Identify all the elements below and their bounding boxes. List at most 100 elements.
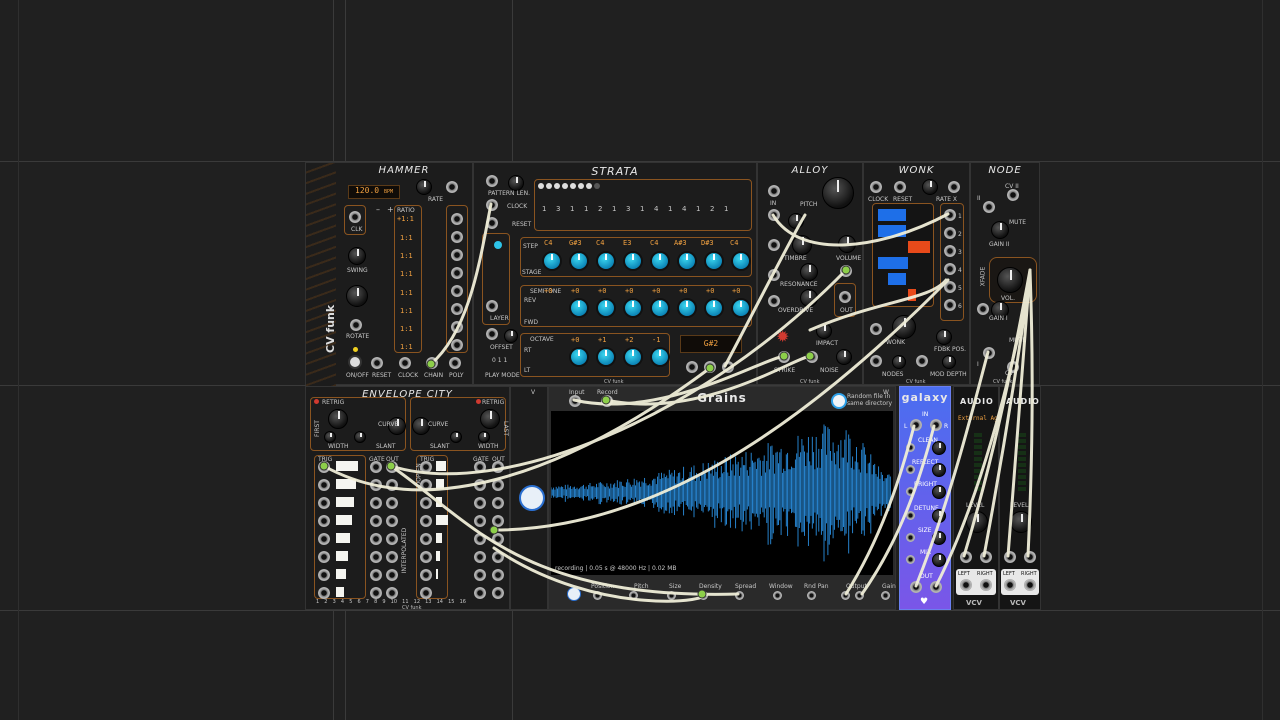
detune-knob[interactable] (932, 509, 946, 523)
octave-knob[interactable] (569, 347, 589, 367)
retrig-led-2[interactable] (476, 399, 481, 404)
hammer-clk-jack[interactable] (349, 211, 361, 223)
wonk-out-1[interactable] (944, 209, 956, 221)
strata-clock-jack[interactable] (486, 199, 498, 211)
xfade-jack[interactable] (977, 303, 989, 315)
out-jack-8[interactable] (451, 339, 463, 351)
resonance-jack[interactable] (768, 269, 780, 281)
size-jack[interactable] (906, 533, 915, 542)
gate-jack[interactable] (474, 479, 486, 491)
out-jack-7[interactable] (451, 321, 463, 333)
audio2-out-l-jack[interactable] (1004, 579, 1016, 591)
audio1-in-r-jack[interactable] (980, 551, 992, 563)
octave-knob[interactable] (650, 347, 670, 367)
alloy-in-jack-2[interactable] (768, 209, 780, 221)
i-jack[interactable] (983, 347, 995, 359)
out-jack[interactable] (492, 479, 504, 491)
hammer-rate-knob[interactable] (416, 179, 432, 195)
gate-jack[interactable] (474, 533, 486, 545)
strata-reset-jack[interactable] (486, 217, 498, 229)
gate-jack[interactable] (474, 461, 486, 473)
window-jack[interactable] (773, 591, 782, 600)
chain-jack[interactable] (426, 357, 438, 369)
semitone-knob[interactable] (650, 298, 670, 318)
out-jack[interactable] (492, 569, 504, 581)
pattern-len-jack[interactable] (486, 175, 498, 187)
trig-jack[interactable] (318, 497, 330, 509)
gate-jack[interactable] (370, 587, 382, 599)
out-jack-1[interactable] (451, 213, 463, 225)
swing-knob[interactable] (348, 247, 366, 265)
gain-jack[interactable] (881, 591, 890, 600)
out-jack[interactable] (492, 533, 504, 545)
octave-knob[interactable] (596, 347, 616, 367)
size-knob[interactable] (932, 531, 946, 545)
circle-toggle-icon[interactable] (831, 393, 847, 409)
detune-jack[interactable] (906, 511, 915, 520)
note-knob[interactable] (542, 251, 562, 271)
wonk-out-5[interactable] (944, 281, 956, 293)
rotate-jack[interactable] (350, 319, 362, 331)
offset-knob[interactable] (504, 329, 518, 343)
gate-jack[interactable] (370, 533, 382, 545)
trig-jack[interactable] (420, 569, 432, 581)
waveform-display[interactable]: recording | 0.05 s @ 48000 Hz | 0.02 MB (551, 411, 893, 575)
trig-jack[interactable] (318, 587, 330, 599)
note-knob[interactable] (704, 251, 724, 271)
semitone-knob[interactable] (596, 298, 616, 318)
alloy-in-jack-1[interactable] (768, 185, 780, 197)
impact-knob[interactable] (816, 323, 832, 339)
clean-knob[interactable] (932, 441, 946, 455)
note-knob[interactable] (623, 251, 643, 271)
octave-knob[interactable] (623, 347, 643, 367)
trig-jack[interactable] (420, 587, 432, 599)
note-knob[interactable] (569, 251, 589, 271)
timbre-knob[interactable] (792, 235, 812, 255)
density-jack[interactable] (699, 591, 708, 600)
semitone-knob[interactable] (677, 298, 697, 318)
trig-jack[interactable] (420, 497, 432, 509)
retrig-led-1[interactable] (314, 399, 319, 404)
size-jack[interactable] (667, 591, 676, 600)
layer-jack[interactable] (486, 300, 498, 312)
gate-jack[interactable] (370, 551, 382, 563)
first-width-knob[interactable] (328, 409, 348, 429)
out-jack-5[interactable] (451, 285, 463, 297)
semitone-knob[interactable] (704, 298, 724, 318)
pitch-jack[interactable] (629, 591, 638, 600)
gain-ii-knob[interactable] (991, 221, 1009, 239)
spread-jack[interactable] (735, 591, 744, 600)
overdrive-knob[interactable] (800, 289, 818, 307)
gate-jack[interactable] (474, 497, 486, 509)
first-knob-a[interactable] (324, 431, 336, 443)
galaxy-out-l-jack[interactable] (910, 581, 922, 593)
rate-x-jack[interactable] (948, 181, 960, 193)
last-knob-b[interactable] (478, 431, 490, 443)
volume-cv-jack[interactable] (840, 265, 852, 277)
bright-jack[interactable] (906, 487, 915, 496)
rnd-pan-jack[interactable] (807, 591, 816, 600)
gate-jack[interactable] (474, 551, 486, 563)
first-knob-b[interactable] (354, 431, 366, 443)
last-width-knob[interactable] (480, 409, 500, 429)
semitone-knob[interactable] (731, 298, 751, 318)
note-knob[interactable] (596, 251, 616, 271)
strata-out-jack-1[interactable] (686, 361, 698, 373)
rate-x-knob[interactable] (922, 179, 938, 195)
nodes-knob[interactable] (892, 355, 906, 369)
out-jack-4[interactable] (451, 267, 463, 279)
mix-knob[interactable] (932, 553, 946, 567)
out-jack[interactable] (386, 551, 398, 563)
wonk-reset-jack[interactable] (894, 181, 906, 193)
out-jack[interactable] (492, 497, 504, 509)
gate-jack[interactable] (370, 497, 382, 509)
wonk-clock-jack[interactable] (870, 181, 882, 193)
trig-jack[interactable] (420, 515, 432, 527)
wonk-knob[interactable] (892, 315, 916, 339)
trig-jack[interactable] (318, 479, 330, 491)
hammer-bpm-display[interactable]: 120.0 BPM (348, 185, 400, 199)
out-jack[interactable] (386, 461, 398, 473)
mod-depth-jack[interactable] (916, 355, 928, 367)
mix-jack[interactable] (906, 555, 915, 564)
trig-jack[interactable] (318, 515, 330, 527)
